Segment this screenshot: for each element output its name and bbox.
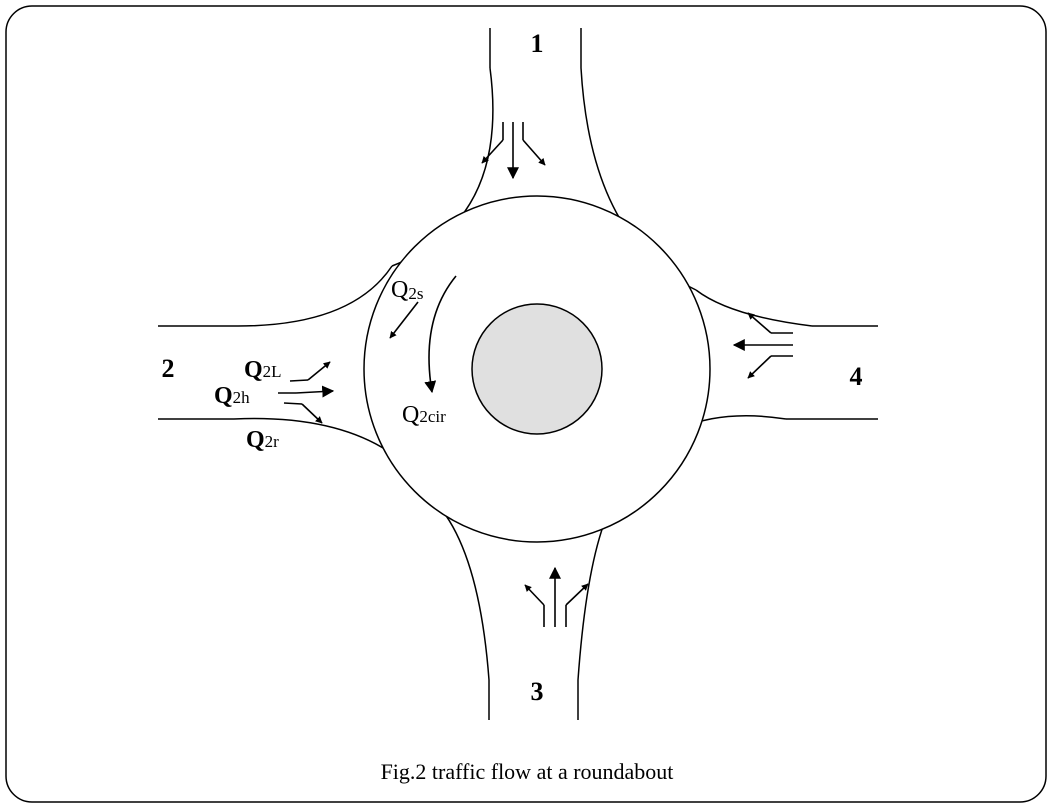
approach-label-2: 2 bbox=[162, 354, 175, 383]
flow-label-q2r: Q2r bbox=[246, 427, 279, 453]
right-turn-arrow bbox=[747, 355, 772, 379]
flow-label-q2l: Q2L bbox=[244, 357, 282, 383]
central-island bbox=[471, 303, 603, 435]
approach-label-4: 4 bbox=[850, 362, 863, 391]
q2s-arrow bbox=[389, 301, 419, 339]
flow-label-q2s: Q2s bbox=[391, 277, 423, 303]
flow-label-q2h: Q2h bbox=[214, 383, 250, 409]
road-east-top-curve bbox=[695, 289, 813, 327]
lane-marking bbox=[289, 379, 309, 382]
figure-frame bbox=[5, 5, 1047, 803]
approach-label-3: 3 bbox=[531, 677, 544, 706]
approach-2-arrows bbox=[278, 361, 335, 424]
q2h-arrow bbox=[295, 385, 335, 398]
left-turn-arrow bbox=[481, 139, 504, 164]
road-south-left-curve bbox=[441, 509, 490, 681]
flow-label-q2cir: Q2cir bbox=[402, 402, 446, 428]
left-turn-arrow bbox=[747, 312, 772, 334]
right-turn-arrow bbox=[565, 583, 589, 606]
right-turn-arrow bbox=[522, 139, 546, 166]
q2l-arrow bbox=[307, 361, 331, 381]
circulating-flow-arrows bbox=[389, 275, 457, 394]
approach-4-arrows bbox=[732, 312, 793, 379]
q2cir-arrow bbox=[424, 275, 457, 394]
q2r-arrow bbox=[301, 403, 323, 424]
approach-label-1: 1 bbox=[531, 29, 544, 58]
figure-caption: Fig.2 traffic flow at a roundabout bbox=[381, 759, 674, 784]
lane-marking bbox=[283, 402, 303, 405]
left-turn-arrow bbox=[524, 584, 545, 606]
approach-3-arrows bbox=[524, 566, 589, 627]
road-west-top-curve bbox=[237, 265, 393, 327]
approach-1-arrows bbox=[481, 122, 546, 180]
